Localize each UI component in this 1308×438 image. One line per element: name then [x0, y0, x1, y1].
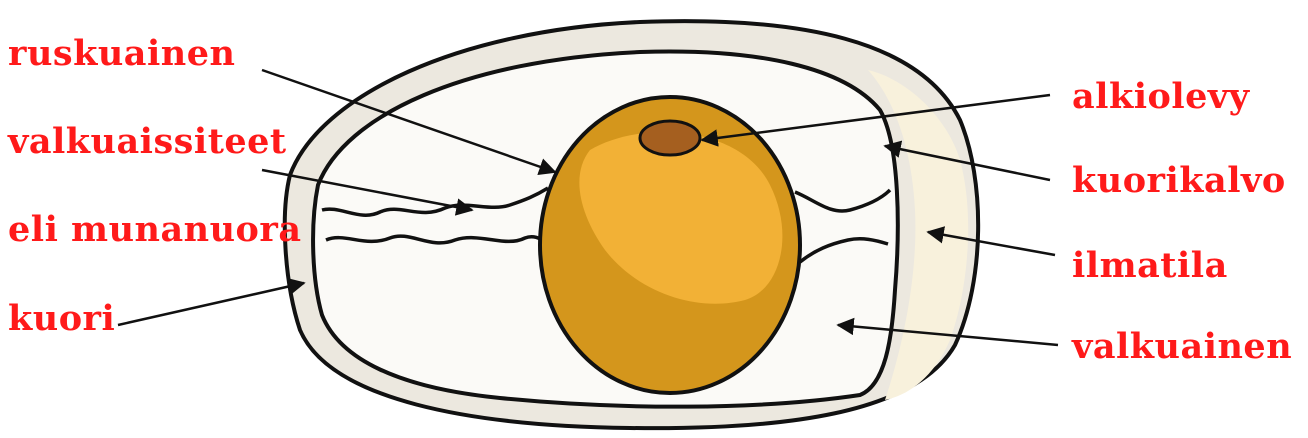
- label-albumen: valkuainen: [1071, 326, 1292, 367]
- label-shell-membrane: kuorikalvo: [1072, 160, 1286, 201]
- label-chalazae-1: valkuaissiteet: [7, 121, 287, 162]
- label-yolk: ruskuainen: [8, 33, 235, 74]
- leader-shell: [118, 283, 304, 325]
- label-shell: kuori: [8, 298, 115, 339]
- label-air-cell: ilmatila: [1072, 245, 1228, 286]
- label-chalazae-2: eli munanuora: [8, 209, 302, 250]
- label-germinal-disc: alkiolevy: [1072, 76, 1251, 117]
- germinal-disc: [640, 121, 700, 155]
